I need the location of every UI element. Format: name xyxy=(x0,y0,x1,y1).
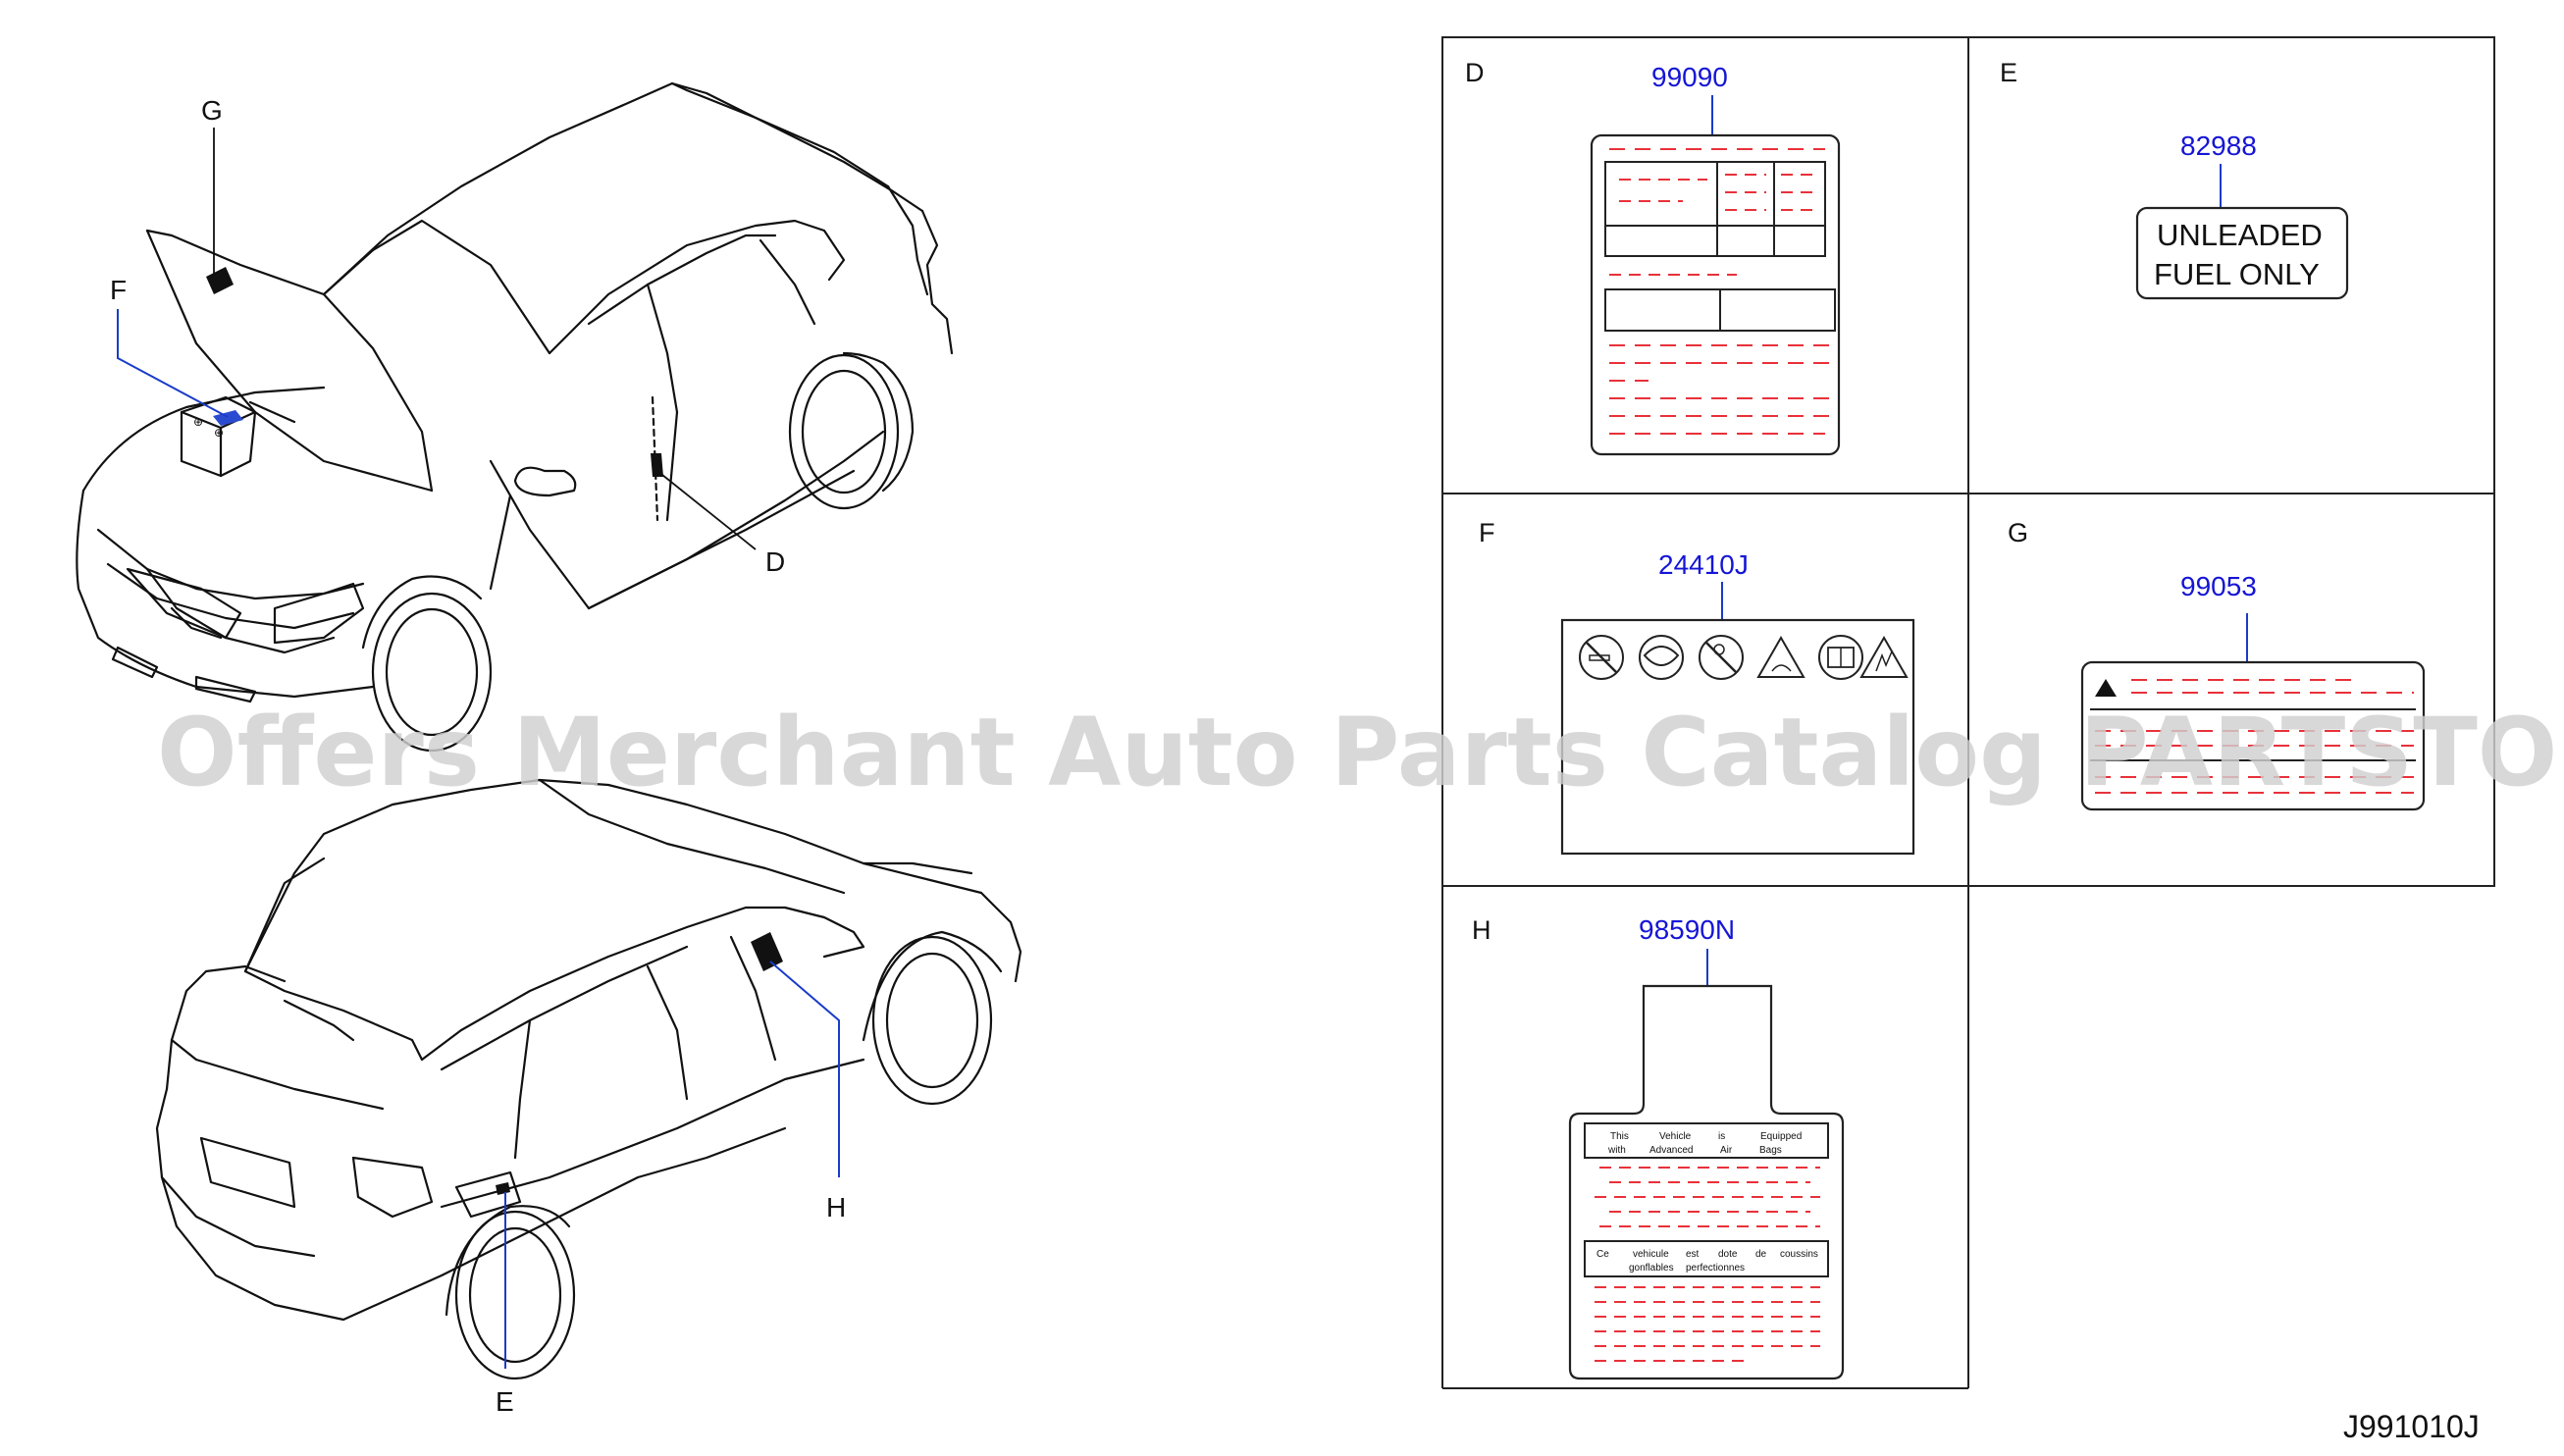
panel-g-part-number: 99053 xyxy=(2180,571,2257,601)
panel-h: H 98590N This Vehicle is Equipped with A… xyxy=(1472,914,1845,1380)
svg-text:with: with xyxy=(1607,1145,1626,1156)
panel-h-letter: H xyxy=(1472,915,1491,945)
svg-text:⊕: ⊕ xyxy=(193,415,203,429)
svg-text:Bags: Bags xyxy=(1759,1145,1782,1156)
acid-warning-icon xyxy=(1756,635,1805,678)
panel-e: E 82988 UNLEADED FUEL ONLY xyxy=(2000,58,2349,300)
panel-d-part-number: 99090 xyxy=(1651,62,1728,92)
panel-e-letter: E xyxy=(2000,58,2017,87)
svg-text:gonflables: gonflables xyxy=(1629,1263,1674,1274)
svg-text:⊕: ⊕ xyxy=(214,426,224,440)
svg-text:de: de xyxy=(1755,1249,1767,1260)
callout-e: E xyxy=(496,1192,514,1417)
read-manual-icon xyxy=(1818,635,1863,680)
callout-g: G xyxy=(201,95,223,275)
airbag-label-english: This Vehicle is Equipped with Advanced A… xyxy=(1607,1131,1802,1156)
battery-warning-label xyxy=(1560,618,1915,856)
front-car-illustration: ⊕ ⊕ xyxy=(76,81,954,753)
svg-text:est: est xyxy=(1686,1249,1700,1260)
svg-text:is: is xyxy=(1718,1131,1725,1142)
no-smoking-icon xyxy=(1579,635,1624,680)
callout-h-letter: H xyxy=(826,1192,846,1222)
callout-g-letter: G xyxy=(201,95,223,126)
panel-h-part-number: 98590N xyxy=(1639,914,1735,945)
fuel-label-line2: FUEL ONLY xyxy=(2154,257,2320,291)
airbag-label-french: Ce vehicule est dote de coussins gonflab… xyxy=(1596,1249,1818,1274)
svg-text:dote: dote xyxy=(1718,1249,1738,1260)
airbag-sun-visor-label xyxy=(1568,984,1845,1380)
callout-d-letter: D xyxy=(765,546,785,577)
panel-f-letter: F xyxy=(1479,518,1495,547)
panel-f-part-number: 24410J xyxy=(1658,549,1749,580)
panel-g-letter: G xyxy=(2008,518,2028,547)
callout-f-letter: F xyxy=(110,275,127,305)
tire-placard-label xyxy=(1590,133,1841,456)
parts-table xyxy=(1441,36,2495,1389)
callout-e-letter: E xyxy=(496,1386,514,1417)
callout-f: F xyxy=(110,275,229,418)
warning-triangle-icon xyxy=(2095,679,2117,697)
eye-protection-icon xyxy=(1639,635,1684,680)
svg-text:Advanced: Advanced xyxy=(1649,1145,1693,1156)
fuel-label-line1: UNLEADED xyxy=(2157,218,2323,252)
watermark-text: Offers Merchant Auto Parts Catalog PARTS… xyxy=(157,698,2564,807)
keep-children-away-icon xyxy=(1699,635,1744,680)
fuel-label xyxy=(2135,206,2349,300)
panel-d: D 99090 xyxy=(1465,58,1841,456)
svg-text:perfectionnes: perfectionnes xyxy=(1686,1263,1745,1274)
callout-d: D xyxy=(656,470,785,577)
panel-d-letter: D xyxy=(1465,58,1485,87)
panel-g: G 99053 xyxy=(2008,518,2426,811)
hood-caution-label xyxy=(2080,660,2426,811)
rear-car-illustration xyxy=(155,778,1022,1380)
svg-text:Vehicle: Vehicle xyxy=(1659,1131,1692,1142)
panel-e-part-number: 82988 xyxy=(2180,130,2257,161)
panel-f: F 24410J xyxy=(1479,518,1915,856)
callout-h: H xyxy=(769,961,846,1222)
svg-text:Ce: Ce xyxy=(1596,1249,1609,1260)
svg-text:vehicule: vehicule xyxy=(1633,1249,1669,1260)
diagram-reference-code: J991010J xyxy=(2343,1409,2480,1444)
svg-text:coussins: coussins xyxy=(1780,1249,1818,1260)
svg-text:Air: Air xyxy=(1720,1145,1733,1156)
svg-text:This: This xyxy=(1610,1131,1629,1142)
explosion-warning-icon xyxy=(1859,635,1909,678)
svg-text:Equipped: Equipped xyxy=(1760,1131,1802,1142)
